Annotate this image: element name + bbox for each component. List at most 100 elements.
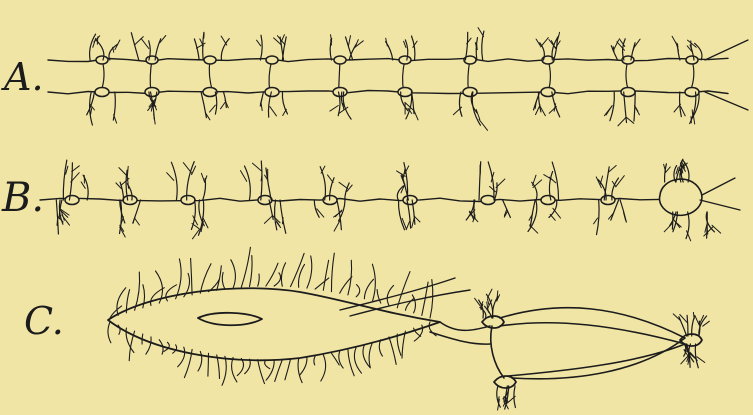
fiber-end: [700, 178, 740, 210]
cell-process: [298, 264, 304, 287]
cell-process: [300, 358, 307, 376]
dendrite-twig: [127, 166, 128, 177]
dendrite-twig: [282, 218, 283, 224]
panel-a-label: A.: [4, 58, 44, 96]
nerve-cell: [685, 88, 699, 97]
nerve-loop: [491, 326, 504, 378]
cell-process: [314, 356, 315, 365]
nerve-cell: [541, 196, 555, 205]
dendrite-twig: [695, 316, 699, 325]
nerve-loop: [500, 308, 685, 379]
dendrite-twig: [119, 168, 127, 176]
cell-process: [298, 359, 302, 383]
dendrite-branch: [665, 164, 667, 182]
nerve-loop: [500, 323, 685, 376]
dendrite-branch: [687, 315, 688, 336]
cell-process: [245, 359, 251, 374]
cell-process: [387, 285, 393, 305]
nerve-cell: [204, 56, 216, 64]
dendrite-twig: [201, 173, 204, 182]
dendrite-branch: [503, 200, 511, 218]
dendrite-twig: [261, 103, 262, 111]
cell-process: [166, 285, 177, 301]
nerve-cell: [333, 88, 347, 97]
cell-process: [231, 260, 236, 288]
cell-process: [307, 256, 312, 288]
nerve-cell: [334, 56, 346, 64]
cell-process: [348, 260, 352, 295]
dendrite-twig: [183, 163, 192, 174]
panel-c-label: C.: [24, 302, 64, 340]
dendrite-twig: [553, 208, 561, 218]
cell-process: [315, 278, 329, 289]
dendrite-twig: [541, 38, 549, 47]
dendrite-twig: [412, 218, 415, 228]
dendrite-twig: [616, 176, 624, 187]
cell-process: [405, 298, 414, 310]
dendrite-twig: [692, 110, 693, 117]
dendrite-twig: [221, 36, 227, 45]
dendrite-branch: [215, 92, 216, 114]
dendrite-twig: [666, 167, 671, 173]
cell-process: [356, 285, 360, 297]
panel-b-label: B.: [2, 178, 44, 218]
nerve-cell: [481, 196, 495, 205]
cell-process: [397, 334, 401, 355]
dendrite-twig: [221, 102, 226, 109]
cell-process: [217, 266, 222, 291]
nerve-cell: [621, 88, 635, 97]
dendrite-twig: [604, 106, 612, 116]
cell-process: [266, 263, 278, 286]
nerve-cell: [403, 196, 417, 205]
nerve-cell: [463, 88, 477, 97]
dendrite-branch: [459, 92, 461, 116]
dendrite-twig: [348, 36, 350, 47]
cell-process: [339, 351, 343, 368]
dendrite-branch: [260, 35, 262, 60]
nerve-cell: [96, 56, 108, 64]
dendrite-twig: [487, 289, 492, 298]
dendrite-twig: [635, 106, 640, 115]
dendrite-twig: [533, 175, 537, 185]
loop-cell: [660, 179, 702, 215]
dendrite-twig: [210, 105, 216, 112]
dendrite-branch: [245, 166, 251, 200]
dendrite-twig: [613, 40, 618, 50]
dendrite-twig: [712, 225, 721, 233]
dendrite-branch: [131, 33, 138, 60]
panel-c-drawing: [108, 247, 709, 410]
cell-process: [146, 337, 151, 354]
cell-process: [237, 359, 243, 376]
cell-process: [241, 247, 250, 287]
cell-process: [118, 325, 120, 334]
cell-process: [323, 260, 328, 290]
cell-process: [274, 273, 280, 286]
dendrite-twig: [270, 107, 277, 116]
dendrite-twig: [135, 37, 144, 45]
cell-process: [108, 322, 111, 343]
cell-process: [266, 360, 274, 380]
nerve-cell: [686, 56, 698, 64]
dendrite-twig: [490, 186, 496, 191]
dendrite-branch: [320, 167, 325, 200]
cell-nucleus: [198, 313, 262, 325]
cell-process: [176, 259, 182, 299]
dendrite-twig: [264, 216, 272, 224]
dendrite-twig: [404, 41, 406, 47]
nerve-cell: [146, 56, 158, 64]
cell-process: [354, 347, 361, 373]
dendrite-twig: [626, 117, 634, 123]
cell-process: [348, 349, 354, 375]
cell-process: [222, 273, 225, 290]
cell-process: [372, 264, 375, 301]
dendrite-branch: [171, 162, 177, 200]
dendrite-branch: [412, 36, 415, 60]
cell-process: [285, 359, 291, 380]
elongated-cell-body: [108, 288, 440, 360]
dendrite-twig: [478, 28, 484, 37]
dendrite-twig: [330, 106, 338, 112]
dendrite-twig: [414, 110, 419, 120]
nerve-cell: [123, 196, 137, 205]
dendrite-twig: [549, 107, 556, 114]
